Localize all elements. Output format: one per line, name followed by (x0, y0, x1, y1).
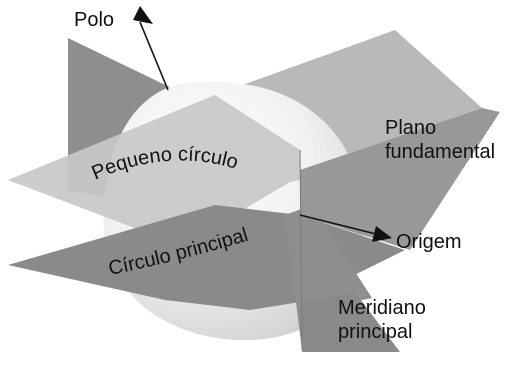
origin-label: Origem (396, 231, 462, 253)
plane-intersection-line (299, 149, 303, 351)
pole-label: Polo (74, 9, 114, 31)
origin-axis (299, 214, 377, 235)
fundamental-plane-label: Plano fundamental (385, 117, 495, 163)
pole-arrowhead (133, 6, 153, 24)
fundamental-plane-front (300, 108, 500, 250)
origin-arrowhead (372, 226, 392, 242)
meridian-plane-front-lower (300, 292, 400, 352)
pole-axis (139, 21, 169, 91)
principal-meridian-label: Meridiano principal (338, 297, 431, 343)
